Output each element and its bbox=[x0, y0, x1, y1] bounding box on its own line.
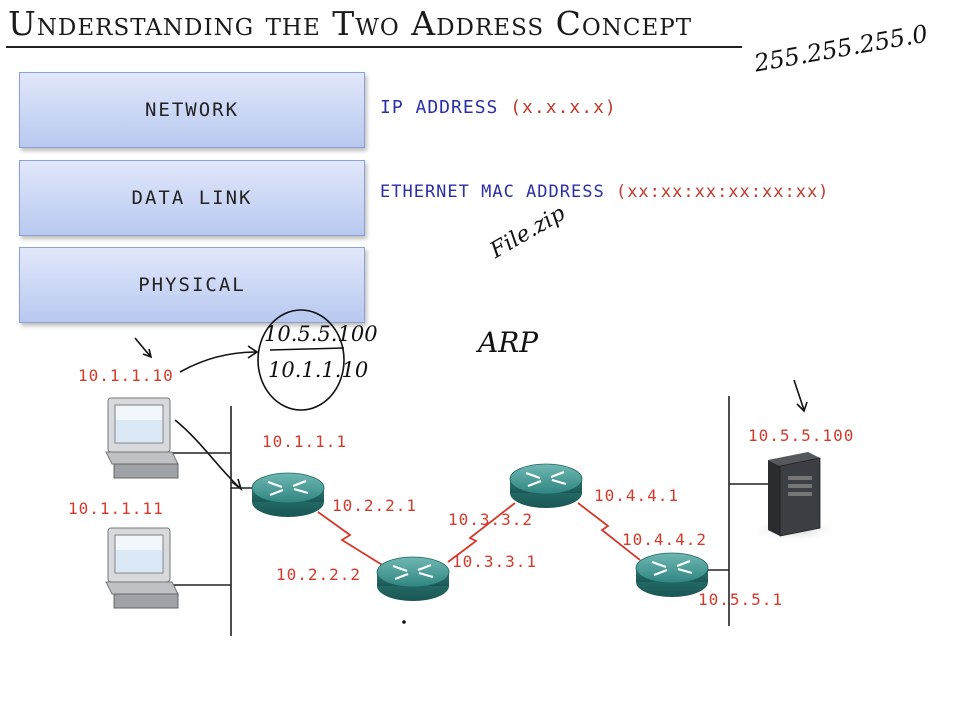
ip-router3-left: 10.3.3.2 bbox=[448, 510, 534, 529]
mac-address-label: ETHERNET MAC ADDRESS (xx:xx:xx:xx:xx:xx) bbox=[380, 182, 829, 202]
arrow-host1 bbox=[134, 337, 151, 357]
ip-router4-lan: 10.5.5.1 bbox=[698, 590, 784, 609]
ip-host1: 10.1.1.10 bbox=[78, 366, 174, 385]
serial-r1-r2 bbox=[317, 511, 385, 567]
packet-divider bbox=[269, 347, 345, 351]
serial-r3-r4 bbox=[577, 502, 641, 561]
arrow-to-packet bbox=[179, 351, 257, 373]
router-2 bbox=[375, 555, 451, 603]
layer-data-link: DATA LINK bbox=[19, 160, 365, 236]
title-underline bbox=[6, 46, 742, 48]
host-pc-2 bbox=[105, 527, 179, 609]
annotation-arrows bbox=[134, 309, 808, 492]
ip-router1-lan: 10.1.1.1 bbox=[262, 432, 348, 451]
ip-router4-left: 10.4.4.2 bbox=[622, 530, 708, 549]
ip-router3-right: 10.4.4.1 bbox=[594, 486, 680, 505]
ink-dot bbox=[402, 620, 406, 624]
layer-network: NETWORK bbox=[19, 72, 365, 148]
ip-address-format: (x.x.x.x) bbox=[510, 97, 617, 118]
server bbox=[748, 452, 840, 542]
ip-router2-left: 10.2.2.2 bbox=[276, 565, 362, 584]
mac-address-format: (xx:xx:xx:xx:xx:xx) bbox=[615, 182, 830, 202]
page-title: Understanding the Two Address Concept bbox=[8, 4, 693, 43]
packet-circle bbox=[257, 309, 345, 411]
ip-address-text: IP ADDRESS bbox=[380, 97, 499, 118]
router-3 bbox=[508, 462, 584, 510]
serial-links bbox=[317, 502, 641, 567]
arp-note: ARP bbox=[478, 326, 539, 359]
packet-source-ip: 10.1.1.10 bbox=[268, 358, 369, 382]
ip-server: 10.5.5.100 bbox=[748, 426, 855, 445]
lan-segments bbox=[170, 396, 768, 636]
serial-r2-r3 bbox=[447, 502, 516, 563]
ip-host2: 10.1.1.11 bbox=[68, 499, 164, 518]
host-pc-1 bbox=[105, 397, 179, 479]
mac-address-text: ETHERNET MAC ADDRESS bbox=[380, 182, 605, 202]
packet-destination-ip: 10.5.5.100 bbox=[264, 322, 378, 346]
ip-address-label: IP ADDRESS (x.x.x.x) bbox=[380, 97, 617, 118]
ip-router2-right: 10.3.3.1 bbox=[452, 552, 538, 571]
arrow-server bbox=[793, 379, 805, 411]
arrow-host-to-router bbox=[174, 419, 241, 489]
ip-router1-wan: 10.2.2.1 bbox=[332, 496, 418, 515]
router-1 bbox=[250, 471, 326, 519]
